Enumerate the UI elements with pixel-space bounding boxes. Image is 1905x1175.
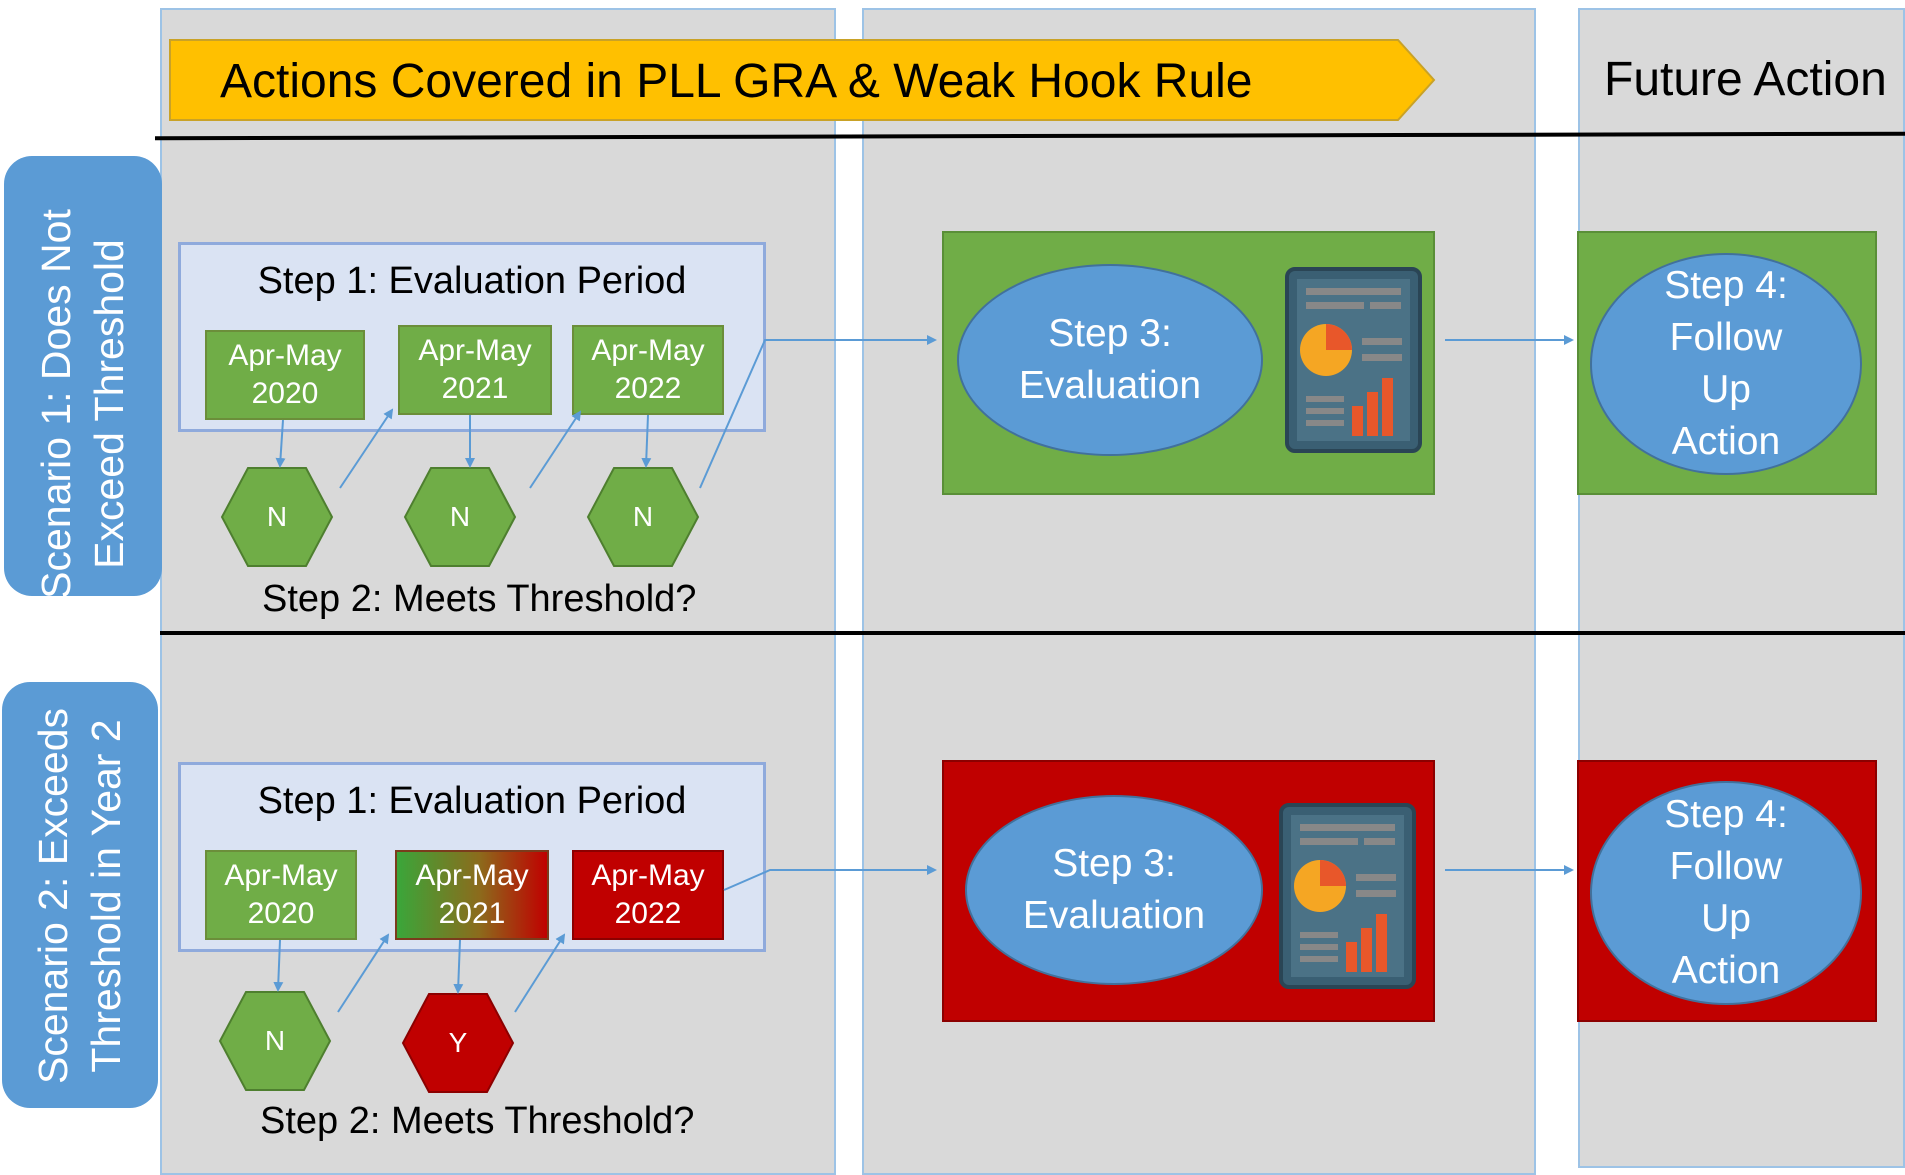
outcome-label: N [266, 501, 288, 532]
step4-line2: Follow [1669, 845, 1783, 888]
scenario-2-step1-title: Step 1: Evaluation Period [257, 780, 687, 822]
scenario-2-step3-ellipse: Step 3: Evaluation [965, 795, 1263, 985]
step4-line3: Up [1701, 897, 1751, 940]
scenario-2-outcome-hex-2: Y [401, 992, 515, 1094]
scenario-1-outcome-hex-3: N [586, 466, 700, 568]
period-line2: 2021 [441, 372, 509, 405]
step3-line2: Evaluation [1022, 894, 1206, 937]
scenario-2-dashboard-icon [1279, 803, 1416, 989]
period-line2: 2020 [251, 377, 319, 410]
scenario-2-period-2022: Apr-May 2022 [572, 850, 724, 940]
scenario-1-step3-ellipse: Step 3: Evaluation [957, 264, 1263, 456]
step4-line3: Up [1701, 368, 1751, 411]
period-line1: Apr-May [591, 334, 705, 367]
scenario-2-period-2020: Apr-May 2020 [205, 850, 357, 940]
scenario-1-step2-title: Step 2: Meets Threshold? [262, 578, 697, 620]
scenario-2-step4-ellipse: Step 4: Follow Up Action [1590, 781, 1862, 1005]
period-line2: 2021 [438, 897, 506, 930]
step3-line2: Evaluation [1018, 364, 1202, 407]
period-line1: Apr-May [228, 339, 342, 372]
scenario-1-period-2022: Apr-May 2022 [572, 325, 724, 415]
scenario-1-outcome-hex-1: N [220, 466, 334, 568]
step3-line1: Step 3: [1052, 842, 1176, 885]
period-line1: Apr-May [224, 859, 338, 892]
period-line1: Apr-May [415, 859, 529, 892]
scenario-1-dashboard-icon [1285, 267, 1422, 453]
period-line1: Apr-May [591, 859, 705, 892]
outcome-label: N [264, 1025, 286, 1056]
scenario-2-tab [2, 682, 158, 1108]
column-evaluation-period [160, 8, 836, 1175]
period-line2: 2022 [614, 897, 682, 930]
scenario-1-step4-ellipse: Step 4: Follow Up Action [1590, 253, 1862, 475]
scenario-1-step1-title: Step 1: Evaluation Period [257, 260, 687, 302]
banner-title: Actions Covered in PLL GRA & Weak Hook R… [220, 55, 1253, 108]
outcome-label: N [632, 501, 654, 532]
scenario-2-step2-title: Step 2: Meets Threshold? [260, 1100, 695, 1142]
banner-arrow [169, 39, 1436, 121]
step4-line4: Action [1671, 420, 1781, 463]
scenario-1-period-2021: Apr-May 2021 [398, 325, 552, 415]
step4-line1: Step 4: [1664, 264, 1788, 307]
step4-line4: Action [1671, 949, 1781, 992]
period-line2: 2022 [614, 372, 682, 405]
period-line1: Apr-May [418, 334, 532, 367]
scenario-1-tab [4, 156, 162, 596]
scenario-2-outcome-hex-1: N [218, 990, 332, 1092]
future-action-header: Future Action [1604, 53, 1887, 106]
outcome-label: Y [448, 1027, 468, 1058]
scenario-divider [160, 631, 1905, 635]
step4-line2: Follow [1669, 316, 1783, 359]
scenario-2-period-2021: Apr-May 2021 [395, 850, 549, 940]
outcome-label: N [449, 501, 471, 532]
scenario-1-period-2020: Apr-May 2020 [205, 330, 365, 420]
scenario-1-outcome-hex-2: N [403, 466, 517, 568]
step4-line1: Step 4: [1664, 793, 1788, 836]
period-line2: 2020 [247, 897, 315, 930]
step3-line1: Step 3: [1048, 312, 1172, 355]
